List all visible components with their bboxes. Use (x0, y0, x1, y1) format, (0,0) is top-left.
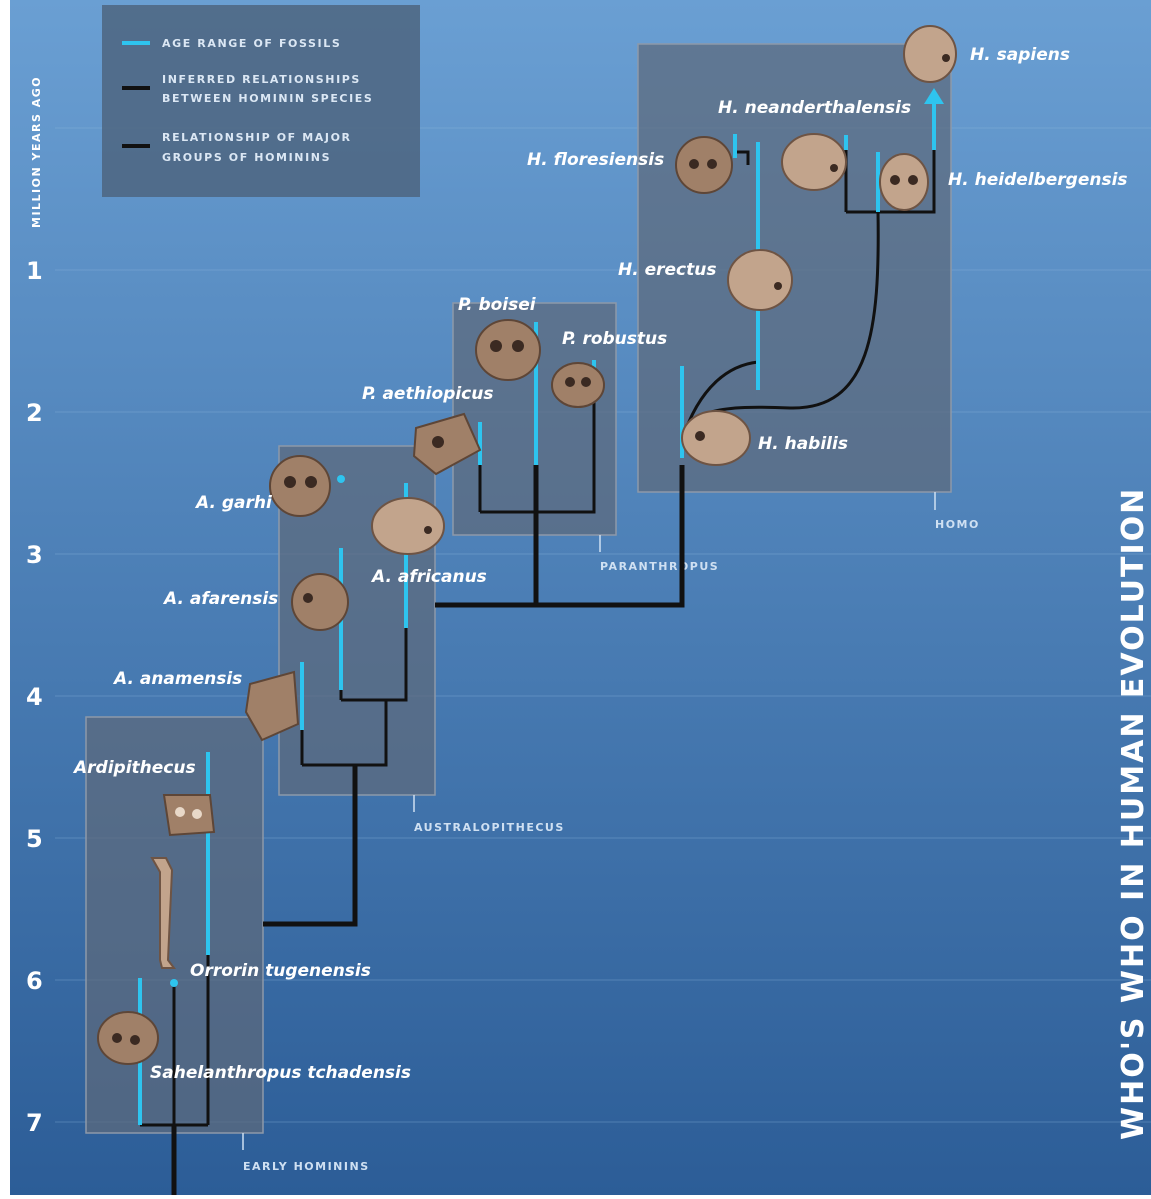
skull-icon-robustus (551, 362, 605, 408)
skull-icon-sapiens (903, 25, 957, 83)
label-sahelanthropus: Sahelanthropus tchadensis (150, 1063, 411, 1083)
group-label-early: EARLY HOMININS (243, 1160, 370, 1173)
label-sapiens: H. sapiens (970, 45, 1070, 65)
sapiens-arrow-icon (924, 88, 944, 104)
skull-icon-boisei (475, 319, 541, 381)
label-africanus: A. africanus (370, 567, 487, 587)
skull-icon-anamensis (244, 670, 300, 742)
group-label-paranthropus: PARANTHROPUS (600, 560, 719, 573)
label-heidelbergensis: H. heidelbergensis (948, 170, 1128, 190)
skull-icon-floresiensis (675, 136, 733, 194)
skull-icon-erectus (727, 249, 793, 311)
bone-icon-orrorin (150, 857, 176, 969)
skull-icon-afarensis (291, 573, 349, 631)
group-label-australopithecus: AUSTRALOPITHECUS (414, 821, 565, 834)
legend-label-groups-2: GROUPS OF HOMININS (162, 151, 331, 164)
skull-icon-sahelanthropus (97, 1011, 159, 1065)
legend-label-groups-1: RELATIONSHIP OF MAJOR (162, 131, 352, 144)
range-garhi (337, 475, 345, 483)
range-orrorin (170, 979, 178, 987)
label-anamensis: A. anamensis (112, 669, 242, 689)
label-aethiopicus: P. aethiopicus (362, 384, 493, 404)
label-robustus: P. robustus (562, 329, 667, 349)
label-neanderthalensis: H. neanderthalensis (718, 98, 911, 118)
tick-1: 1 (26, 257, 43, 285)
skull-icon-heidelbergensis (879, 153, 929, 211)
tick-2: 2 (26, 399, 43, 427)
skull-icon-neanderthalensis (781, 133, 847, 191)
skull-icon-garhi (269, 455, 331, 517)
group-box-homo (637, 43, 952, 493)
tick-3: 3 (26, 541, 43, 569)
skull-icon-africanus (371, 497, 445, 555)
label-afarensis: A. afarensis (162, 589, 278, 609)
label-garhi: A. garhi (194, 493, 273, 513)
label-ardipithecus: Ardipithecus (72, 758, 196, 778)
jaw-icon-ardipithecus (162, 794, 216, 837)
legend: AGE RANGE OF FOSSILS INFERRED RELATIONSH… (102, 5, 420, 197)
tick-5: 5 (26, 825, 43, 853)
label-boisei: P. boisei (458, 295, 537, 315)
label-floresiensis: H. floresiensis (527, 150, 664, 170)
tick-4: 4 (26, 683, 43, 711)
fossil-images (97, 25, 957, 1065)
axis-ticks: 1 2 3 4 5 6 7 (26, 257, 43, 1137)
group-label-homo: HOMO (935, 518, 980, 531)
group-labels: EARLY HOMININS AUSTRALOPITHECUS PARANTHR… (242, 492, 980, 1173)
legend-label-species-2: BETWEEN HOMININ SPECIES (162, 92, 373, 105)
skull-icon-aethiopicus (412, 412, 482, 476)
tick-7: 7 (26, 1109, 43, 1137)
label-erectus: H. erectus (618, 260, 716, 280)
species-labels: Sahelanthropus tchadensis Orrorin tugene… (72, 45, 1128, 1083)
label-orrorin: Orrorin tugenensis (190, 961, 371, 981)
skull-icon-habilis (681, 410, 751, 466)
label-habilis: H. habilis (758, 434, 848, 454)
legend-label-fossils: AGE RANGE OF FOSSILS (162, 37, 341, 50)
legend-label-species-1: INFERRED RELATIONSHIPS (162, 73, 361, 86)
axis-label: MILLION YEARS AGO (30, 76, 43, 228)
tick-6: 6 (26, 967, 43, 995)
legend-box (102, 5, 420, 197)
diagram-title: WHO'S WHO IN HUMAN EVOLUTION (1116, 487, 1151, 1140)
